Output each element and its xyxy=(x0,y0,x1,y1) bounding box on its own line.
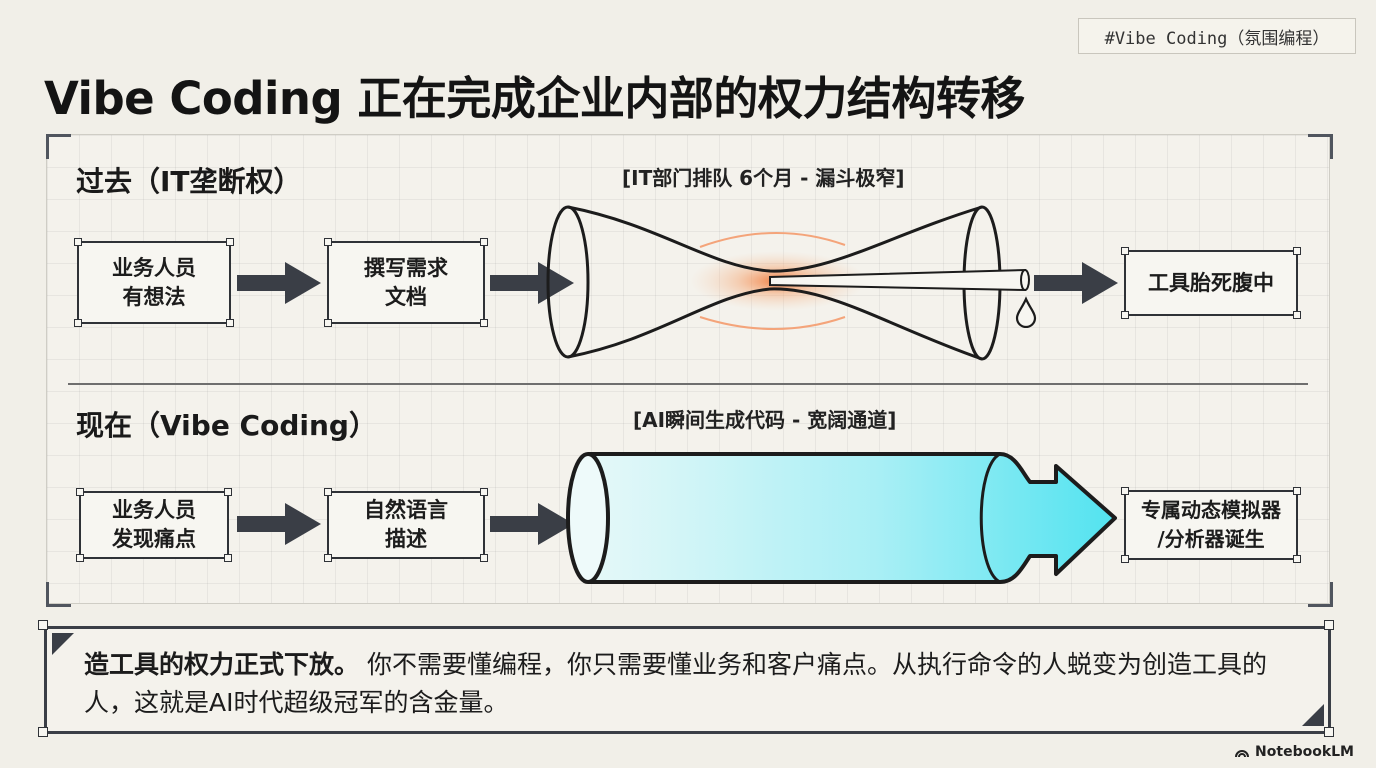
right-arrow-icon xyxy=(490,503,574,545)
box-line: 自然语言 xyxy=(364,498,448,522)
corner-square xyxy=(38,620,48,630)
brand-badge: NotebookLM xyxy=(1234,744,1354,760)
conclusion-body: 你不需要懂编程，你只需要懂业务和客户痛点。从执行命令的人蜕变为创造工具的人，这就… xyxy=(84,650,1267,717)
past-result-tool-stillborn: 工具胎死腹中 xyxy=(1121,247,1301,319)
corner-square xyxy=(38,727,48,737)
present-result-custom-simulator: 专属动态模拟器/分析器诞生 xyxy=(1121,487,1301,563)
topic-tag: #Vibe Coding（氛围编程） xyxy=(1078,18,1356,54)
right-arrow-icon xyxy=(490,262,574,304)
corner-square xyxy=(1324,727,1334,737)
past-section-title: 过去（IT垄断权） xyxy=(76,165,302,198)
box-line: 业务人员 xyxy=(112,255,196,280)
box-line: 描述 xyxy=(385,527,427,551)
corner-mark xyxy=(46,582,71,607)
right-arrow-icon xyxy=(237,262,321,304)
right-arrow-icon xyxy=(1034,262,1118,304)
corner-square xyxy=(1324,620,1334,630)
section-divider xyxy=(68,383,1308,385)
conclusion-box xyxy=(44,626,1331,734)
corner-mark xyxy=(1308,582,1333,607)
conclusion-bold: 造工具的权力正式下放。 xyxy=(84,650,360,679)
past-step-write-requirements: 撰写需求文档 xyxy=(324,238,488,327)
notebooklm-logo-icon xyxy=(1235,750,1250,758)
corner-triangle-icon xyxy=(52,633,74,655)
page-title: Vibe Coding 正在完成企业内部的权力结构转移 xyxy=(44,72,1025,125)
box-line: 有想法 xyxy=(122,284,186,309)
box-line: 工具胎死腹中 xyxy=(1148,270,1274,295)
corner-mark xyxy=(1308,134,1333,159)
narrow-funnel-graphic xyxy=(546,205,1030,361)
brand-name: NotebookLM xyxy=(1255,744,1354,760)
box-line: /分析器诞生 xyxy=(1157,527,1265,551)
past-step-business-idea: 业务人员有想法 xyxy=(74,238,234,327)
box-line: 业务人员 xyxy=(112,498,196,522)
channel-label: [AI瞬间生成代码 - 宽阔通道] xyxy=(633,408,897,432)
droplet-icon xyxy=(1015,296,1037,328)
box-line: 文档 xyxy=(385,284,427,309)
present-step-natural-language: 自然语言描述 xyxy=(324,488,488,562)
right-arrow-icon xyxy=(237,503,321,545)
box-line: 撰写需求 xyxy=(364,255,448,280)
funnel-label: [IT部门排队 6个月 - 漏斗极窄] xyxy=(622,166,905,190)
corner-triangle-icon xyxy=(1302,704,1324,726)
present-section-title: 现在（Vibe Coding） xyxy=(76,409,377,442)
corner-mark xyxy=(46,134,71,159)
wide-channel-graphic xyxy=(566,452,1117,584)
conclusion-text: 造工具的权力正式下放。 你不需要懂编程，你只需要懂业务和客户痛点。从执行命令的人… xyxy=(84,646,1314,722)
box-line: 发现痛点 xyxy=(112,527,196,551)
box-line: 专属动态模拟器 xyxy=(1141,498,1281,522)
present-step-business-pain-point: 业务人员发现痛点 xyxy=(76,488,232,562)
